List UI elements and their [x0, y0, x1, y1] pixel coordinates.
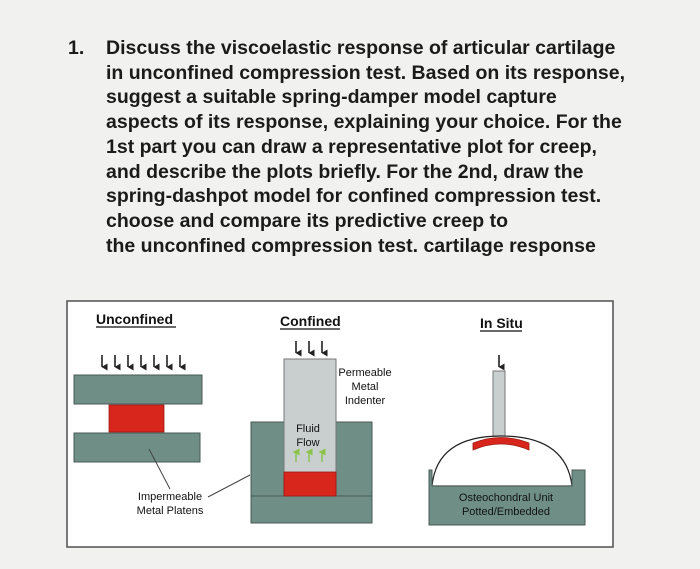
question-line: and describe the plots briefly. For the … — [106, 160, 584, 183]
indenter-label-line2: Metal — [352, 381, 379, 393]
question-number: 1. — [68, 37, 85, 59]
question-line: aspects of its response, explaining your… — [106, 111, 622, 134]
fluid-flow-arrows — [292, 448, 326, 462]
question-line: choose and compare its predictive creep … — [106, 209, 509, 232]
in-situ-potting-block — [428, 469, 586, 526]
confined-indenter — [283, 358, 337, 474]
question-line: the unconfined compression test. cartila… — [106, 234, 596, 257]
unconfined-title: Unconfined — [96, 311, 173, 327]
in-situ-title: In Situ — [480, 315, 523, 331]
question-line: 1st part you can draw a representative p… — [106, 135, 597, 158]
confined-load-arrows — [295, 341, 328, 357]
confined-chamber-right-wall — [335, 421, 373, 499]
indenter-label-line1: Permeable — [338, 367, 391, 379]
unconfined-label-line1: Impermeable — [138, 491, 202, 503]
unconfined-bottom-platen — [73, 432, 201, 463]
unconfined-label-leader — [148, 448, 171, 490]
confined-fluid-label-line2: Flow — [296, 437, 319, 449]
confined-fluid-label-line1: Fluid — [296, 423, 320, 435]
unconfined-top-platen — [73, 374, 203, 405]
unconfined-side-leader — [207, 474, 251, 498]
unconfined-label-line2: Metal Platens — [137, 505, 204, 517]
unconfined-load-arrows — [101, 355, 186, 371]
indenter-label-line3: Indenter — [345, 395, 386, 407]
confined-cartilage — [283, 471, 337, 497]
question-line: Discuss the viscoelastic response of art… — [106, 37, 616, 59]
in-situ-indenter-shaft — [492, 370, 506, 440]
in-situ-label-line2: Potted/Embedded — [462, 506, 550, 518]
in-situ-cartilage — [472, 437, 530, 451]
question-line: suggest a suitable spring-damper model c… — [106, 86, 557, 109]
confined-title: Confined — [280, 313, 341, 329]
question-text: Discuss the viscoelastic response of art… — [106, 36, 668, 258]
question-line: spring-dashpot model for confined compre… — [106, 185, 602, 208]
unconfined-cartilage — [108, 404, 165, 433]
in-situ-bone-dome — [431, 435, 573, 487]
question: 1. Discuss the viscoelastic response of … — [68, 36, 668, 258]
question-line: in unconfined compression test. Based on… — [106, 61, 626, 84]
confined-chamber-left-wall — [250, 421, 285, 499]
confined-chamber-base — [250, 495, 373, 524]
in-situ-label-line1: Osteochondral Unit — [459, 492, 553, 504]
